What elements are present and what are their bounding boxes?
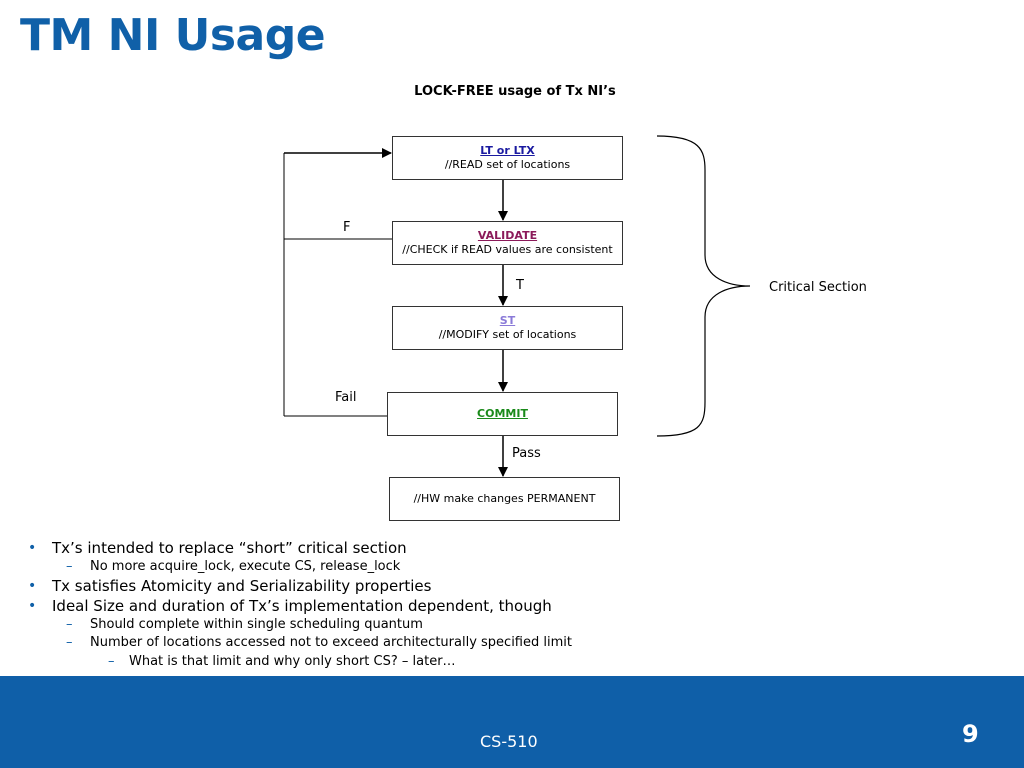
dash-icon: –	[66, 635, 73, 650]
flow-box-commit: COMMIT	[387, 392, 618, 436]
label-f: F	[343, 220, 351, 235]
course-label: CS-510	[480, 732, 538, 751]
sub-sub-bullet-item: –What is that limit and why only short C…	[108, 654, 456, 669]
footer-bar: CS-510 9	[0, 676, 1024, 768]
flow-box-keyword: ST	[499, 314, 516, 327]
label-fail: Fail	[335, 390, 357, 405]
bullet-item: •Ideal Size and duration of Tx’s impleme…	[28, 597, 552, 615]
flow-box-text: //MODIFY set of locations	[438, 328, 577, 341]
slide-title: TM NI Usage	[20, 10, 326, 61]
dash-icon: –	[66, 559, 73, 574]
flow-box-lt-read: LT or LTX //READ set of locations	[392, 136, 623, 180]
bullet-dot-icon: •	[28, 578, 37, 594]
bullet-list: •Tx’s intended to replace “short” critic…	[28, 538, 708, 671]
flow-box-keyword: LT or LTX	[480, 144, 535, 157]
sub-bullet-item: –Number of locations accessed not to exc…	[66, 635, 572, 650]
flow-box-text: //READ set of locations	[444, 158, 571, 171]
flow-box-hw-permanent: //HW make changes PERMANENT	[389, 477, 620, 521]
flow-box-validate: VALIDATE //CHECK if READ values are cons…	[392, 221, 623, 265]
sub-bullet-item: –No more acquire_lock, execute CS, relea…	[66, 559, 401, 574]
label-critical-section: Critical Section	[769, 280, 867, 295]
flow-box-keyword: VALIDATE	[477, 229, 538, 242]
label-t: T	[516, 278, 524, 293]
bullet-dot-icon: •	[28, 540, 37, 556]
bullet-item: •Tx’s intended to replace “short” critic…	[28, 539, 407, 557]
diagram-subtitle: LOCK-FREE usage of Tx NI’s	[414, 84, 616, 99]
flow-box-text: //HW make changes PERMANENT	[413, 492, 596, 505]
sub-bullet-item: –Should complete within single schedulin…	[66, 617, 423, 632]
flow-box-text: //CHECK if READ values are consistent	[402, 243, 613, 256]
page-number: 9	[962, 720, 979, 748]
flow-box-st-modify: ST //MODIFY set of locations	[392, 306, 623, 350]
flow-box-keyword: COMMIT	[477, 407, 528, 420]
bullet-item: •Tx satisfies Atomicity and Serializabil…	[28, 577, 432, 595]
dash-icon: –	[108, 654, 115, 669]
label-pass: Pass	[512, 446, 541, 461]
critical-section-brace	[656, 135, 751, 437]
bullet-dot-icon: •	[28, 598, 37, 614]
dash-icon: –	[66, 617, 73, 632]
